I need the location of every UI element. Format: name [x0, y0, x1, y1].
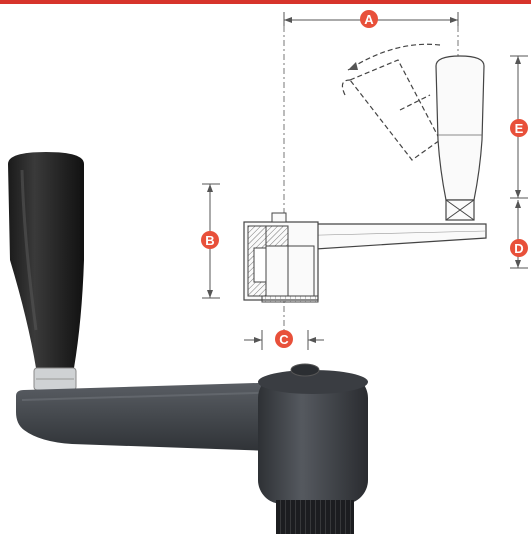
- hub: [258, 374, 368, 504]
- badge-b: B: [201, 231, 219, 249]
- knob: [8, 152, 84, 368]
- badge-c-label: C: [279, 332, 289, 347]
- badge-a: A: [360, 10, 378, 28]
- badge-e-label: E: [515, 121, 524, 136]
- badge-a-label: A: [364, 12, 374, 27]
- hub-section: [243, 212, 319, 303]
- folded-knob-ghost: [341, 59, 441, 161]
- dimension-d: [510, 200, 528, 269]
- arm: [16, 382, 300, 452]
- badge-d: D: [510, 239, 528, 257]
- folding-arc: [347, 43, 441, 71]
- dimension-c: [244, 330, 324, 350]
- crank-handle-photo: [8, 152, 368, 534]
- badge-d-label: D: [514, 241, 523, 256]
- knob-outline: [435, 55, 485, 221]
- badge-e: E: [510, 119, 528, 137]
- hub-cap: [290, 363, 320, 377]
- badge-c: C: [275, 330, 293, 348]
- top-bar: [0, 0, 531, 4]
- badge-b-label: B: [205, 233, 214, 248]
